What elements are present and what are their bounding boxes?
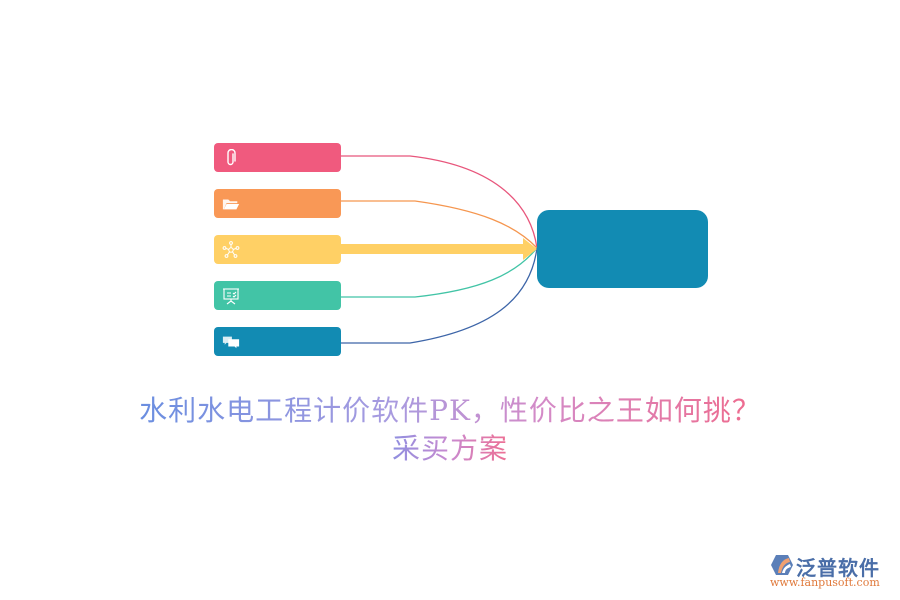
fanpu-logo-icon — [771, 555, 793, 575]
paperclip-icon — [222, 148, 240, 167]
central-topic-box[interactable] — [537, 210, 708, 288]
title-line-1: 水利水电工程计价软件PK，性价比之王如何挑？ — [139, 392, 761, 430]
title-line-2: 采买方案 — [392, 430, 508, 468]
page-title: 水利水电工程计价软件PK，性价比之王如何挑？ 采买方案 — [0, 392, 900, 468]
watermark-brand: 泛普软件 — [796, 556, 880, 580]
watermark-url: www.fanpusoft.com — [770, 576, 880, 589]
node-presentation[interactable] — [214, 281, 341, 310]
connector-2 — [341, 200, 538, 249]
connector-3-arrow — [341, 238, 537, 260]
node-folder[interactable] — [214, 189, 341, 218]
connector-4 — [341, 247, 538, 298]
watermark: 泛普软件 www.fanpusoft.com — [768, 552, 893, 592]
chat-bubbles-icon — [222, 333, 240, 351]
node-attachment[interactable] — [214, 143, 341, 172]
node-chat[interactable] — [214, 327, 341, 356]
presentation-board-icon — [222, 287, 240, 305]
node-network[interactable] — [214, 235, 341, 264]
connector-5 — [341, 247, 538, 344]
folder-open-icon — [222, 195, 240, 213]
network-nodes-icon — [222, 240, 240, 259]
connector-1 — [341, 155, 538, 249]
